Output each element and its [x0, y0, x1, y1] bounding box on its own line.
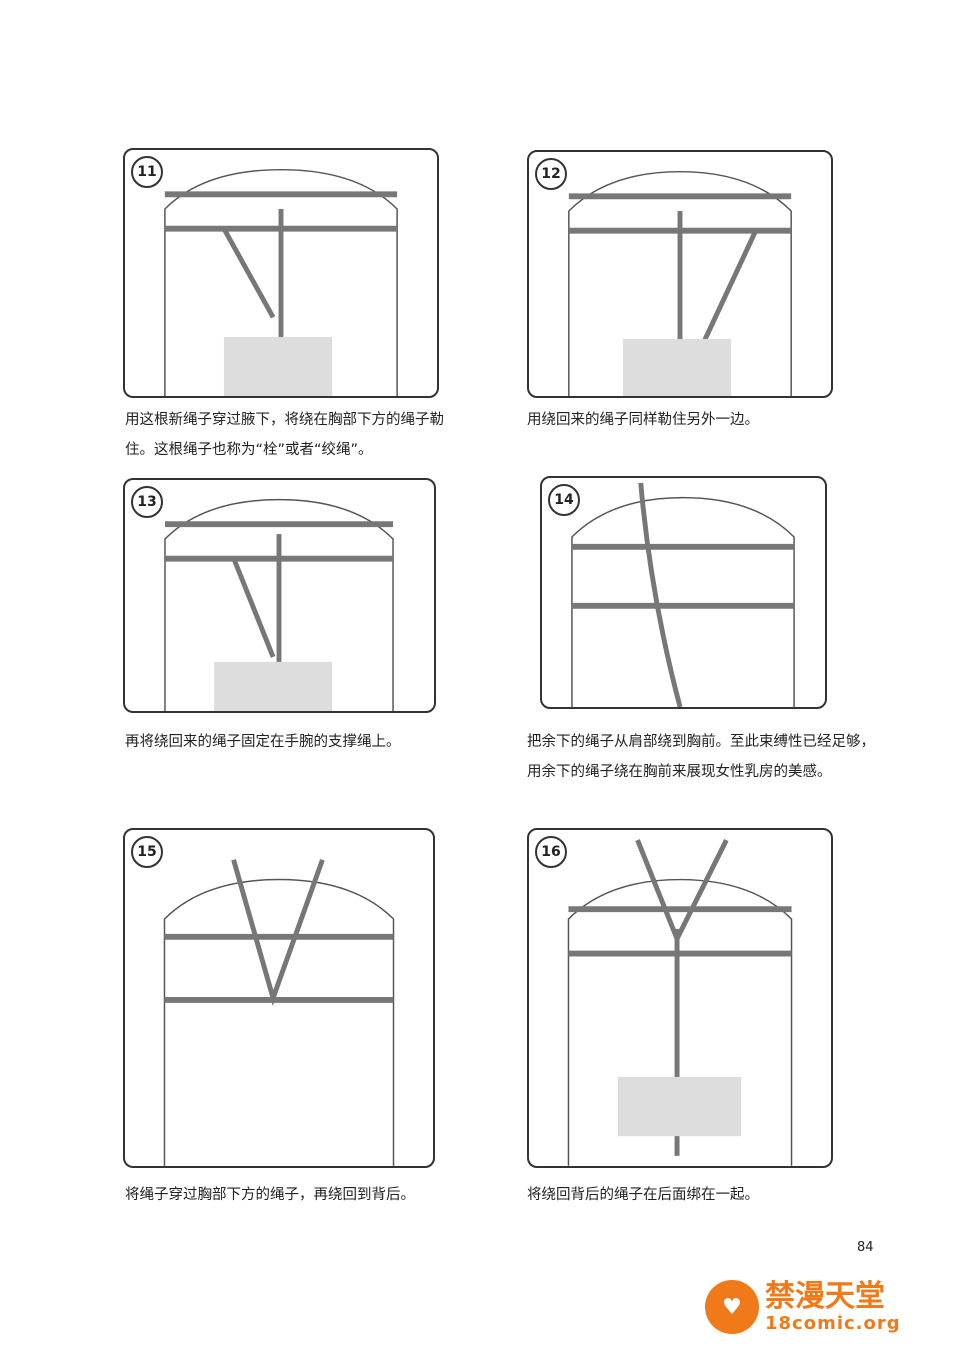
- rope-diagram: [164, 498, 394, 711]
- page-number: 84: [857, 1240, 874, 1255]
- step-16-caption: 将绕回背后的绳子在后面绑在一起。: [527, 1187, 759, 1203]
- rope-diagram: [567, 838, 793, 1166]
- step-14-illustration: 14: [540, 476, 827, 709]
- step-number: 16: [535, 836, 567, 868]
- step-number: 13: [131, 486, 163, 518]
- watermark-name: 禁漫天堂: [765, 1279, 885, 1314]
- step-13-illustration: 13: [123, 478, 436, 713]
- step-12-illustration: 12: [527, 150, 833, 398]
- step-13-caption: 再将绕回来的绳子固定在手腕的支撑绳上。: [125, 734, 401, 750]
- step-15-illustration: 15: [123, 828, 435, 1168]
- rope-diagram: [571, 482, 795, 707]
- step-number: 11: [131, 156, 163, 188]
- rope-diagram: [164, 168, 398, 396]
- watermark-site: 18comic.org: [765, 1313, 901, 1334]
- step-number: 15: [131, 836, 163, 868]
- rope-diagram: [568, 170, 792, 396]
- watermark-logo: ♥ 禁漫天堂 18comic.org: [705, 1280, 901, 1334]
- step-16-illustration: 16: [527, 828, 833, 1168]
- heart-icon: ♥: [705, 1280, 759, 1334]
- step-15-caption: 将绳子穿过胸部下方的绳子，再绕回到背后。: [125, 1187, 415, 1203]
- rope-diagram: [163, 858, 395, 1166]
- step-11-caption: 用这根新绳子穿过腋下，将绕在胸部下方的绳子勒住。这根绳子也称为“栓”或者“绞绳”…: [125, 412, 444, 458]
- step-12-caption: 用绕回来的绳子同样勒住另外一边。: [527, 412, 759, 428]
- step-number: 14: [548, 484, 580, 516]
- step-11-illustration: 11: [123, 148, 439, 398]
- step-number: 12: [535, 158, 567, 190]
- step-14-caption: 把余下的绳子从肩部绕到胸前。至此束缚性已经足够，用余下的绳子绕在胸前来展现女性乳…: [527, 734, 875, 780]
